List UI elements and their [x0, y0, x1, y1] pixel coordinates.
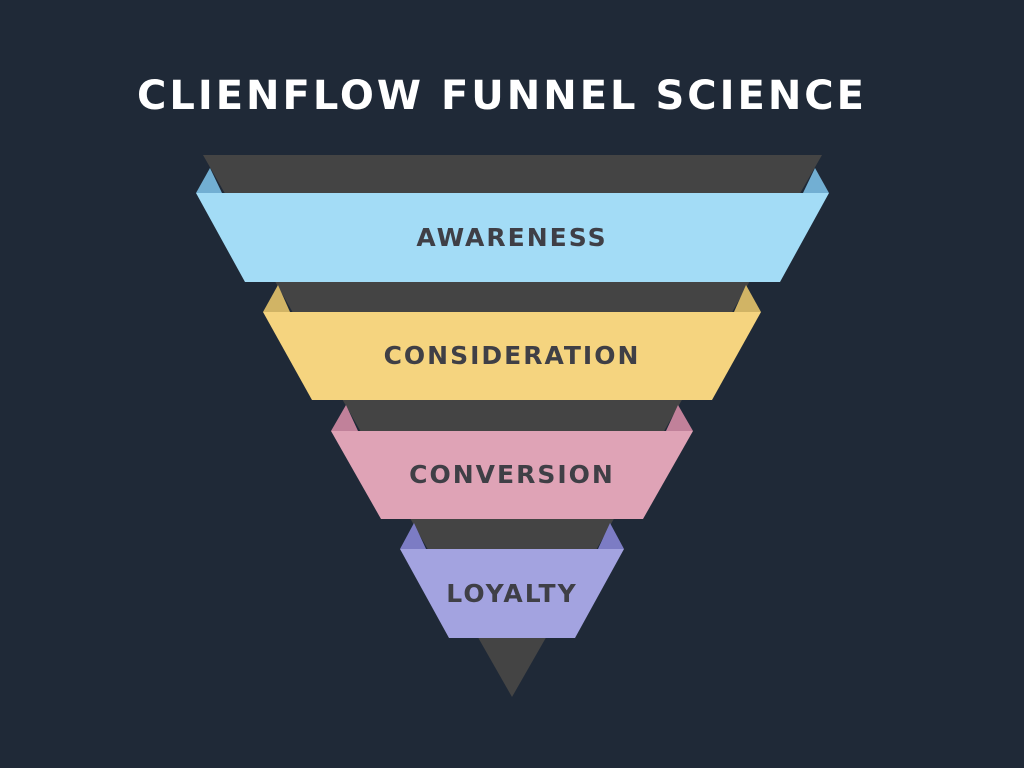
- page-title: CLIENFLOW FUNNEL SCIENCE: [137, 73, 867, 119]
- stage-band: [196, 193, 829, 282]
- band-fold-right: [598, 523, 624, 549]
- funnel-body: [203, 155, 822, 697]
- band-fold-right: [734, 285, 761, 312]
- stage-label: CONVERSION: [409, 460, 615, 489]
- band-fold-left: [196, 168, 222, 193]
- stage-label: AWARENESS: [416, 223, 607, 252]
- stage-band: [263, 312, 761, 400]
- funnel-stage-loyalty: LOYALTY: [400, 523, 624, 638]
- band-fold-left: [263, 285, 290, 312]
- funnel-stage-conversion: CONVERSION: [331, 405, 693, 519]
- stage-band: [400, 549, 624, 638]
- stage-band: [331, 431, 693, 519]
- stage-label: LOYALTY: [446, 579, 577, 608]
- band-fold-right: [803, 168, 829, 193]
- stage-label: CONSIDERATION: [384, 341, 641, 370]
- band-fold-left: [400, 523, 426, 549]
- funnel-stage-awareness: AWARENESS: [196, 168, 829, 282]
- funnel-stage-consideration: CONSIDERATION: [263, 285, 761, 400]
- band-fold-right: [666, 405, 693, 431]
- band-fold-left: [331, 405, 358, 431]
